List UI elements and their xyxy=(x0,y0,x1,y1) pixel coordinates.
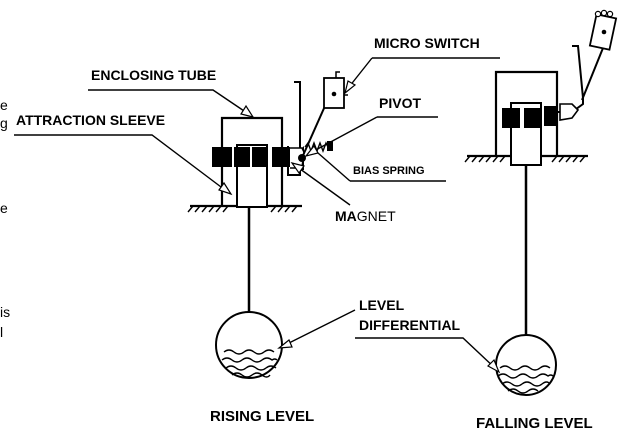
rising-assembly xyxy=(187,71,348,379)
label-attraction-sleeve: ATTRACTION SLEEVE xyxy=(16,112,165,128)
left-switch-arm xyxy=(287,81,330,176)
callout-magnet: MAGNET xyxy=(290,162,396,224)
cropped-text-4: is xyxy=(0,304,10,320)
callout-micro-switch: MICRO SWITCH xyxy=(343,35,500,95)
right-micro-switch xyxy=(588,9,618,51)
cropped-text-3: e xyxy=(0,200,8,216)
falling-assembly xyxy=(464,9,618,396)
caption-falling-level: FALLING LEVEL xyxy=(476,415,593,432)
cropped-text-1: e xyxy=(0,97,8,113)
label-pivot: PIVOT xyxy=(379,95,421,111)
left-pivot xyxy=(298,154,306,162)
left-micro-switch xyxy=(323,71,348,109)
right-mounting-plate xyxy=(464,154,588,163)
cropped-text-2: g xyxy=(0,115,8,131)
label-level-1: LEVEL xyxy=(359,297,405,313)
label-level-2: DIFFERENTIAL xyxy=(359,317,461,333)
label-magnet: MAGNET xyxy=(335,208,396,224)
left-magnet-band xyxy=(212,147,290,167)
right-switch-arm xyxy=(556,45,604,121)
left-mounting-plate xyxy=(187,204,302,213)
label-magnet-bold: MA xyxy=(335,208,357,224)
callout-attraction-sleeve: ATTRACTION SLEEVE xyxy=(14,112,233,196)
callout-enclosing-tube: ENCLOSING TUBE xyxy=(88,67,255,118)
label-magnet-rest: GNET xyxy=(357,208,396,224)
right-water-waves xyxy=(497,365,554,394)
left-float-ball xyxy=(215,311,283,379)
right-magnet-band xyxy=(502,106,558,128)
caption-rising-level: RISING LEVEL xyxy=(210,408,314,425)
label-bias-spring: BIAS SPRING xyxy=(353,165,425,177)
left-water-waves xyxy=(221,349,278,378)
callout-bias-spring: BIAS SPRING xyxy=(317,152,446,182)
label-enclosing-tube: ENCLOSING TUBE xyxy=(91,67,216,83)
cropped-text-5: l xyxy=(0,324,3,340)
callout-pivot: PIVOT xyxy=(304,95,438,158)
label-micro-switch: MICRO SWITCH xyxy=(374,35,480,51)
right-float-ball xyxy=(495,334,557,396)
callout-level-differential: LEVEL DIFFERENTIAL xyxy=(277,297,501,374)
